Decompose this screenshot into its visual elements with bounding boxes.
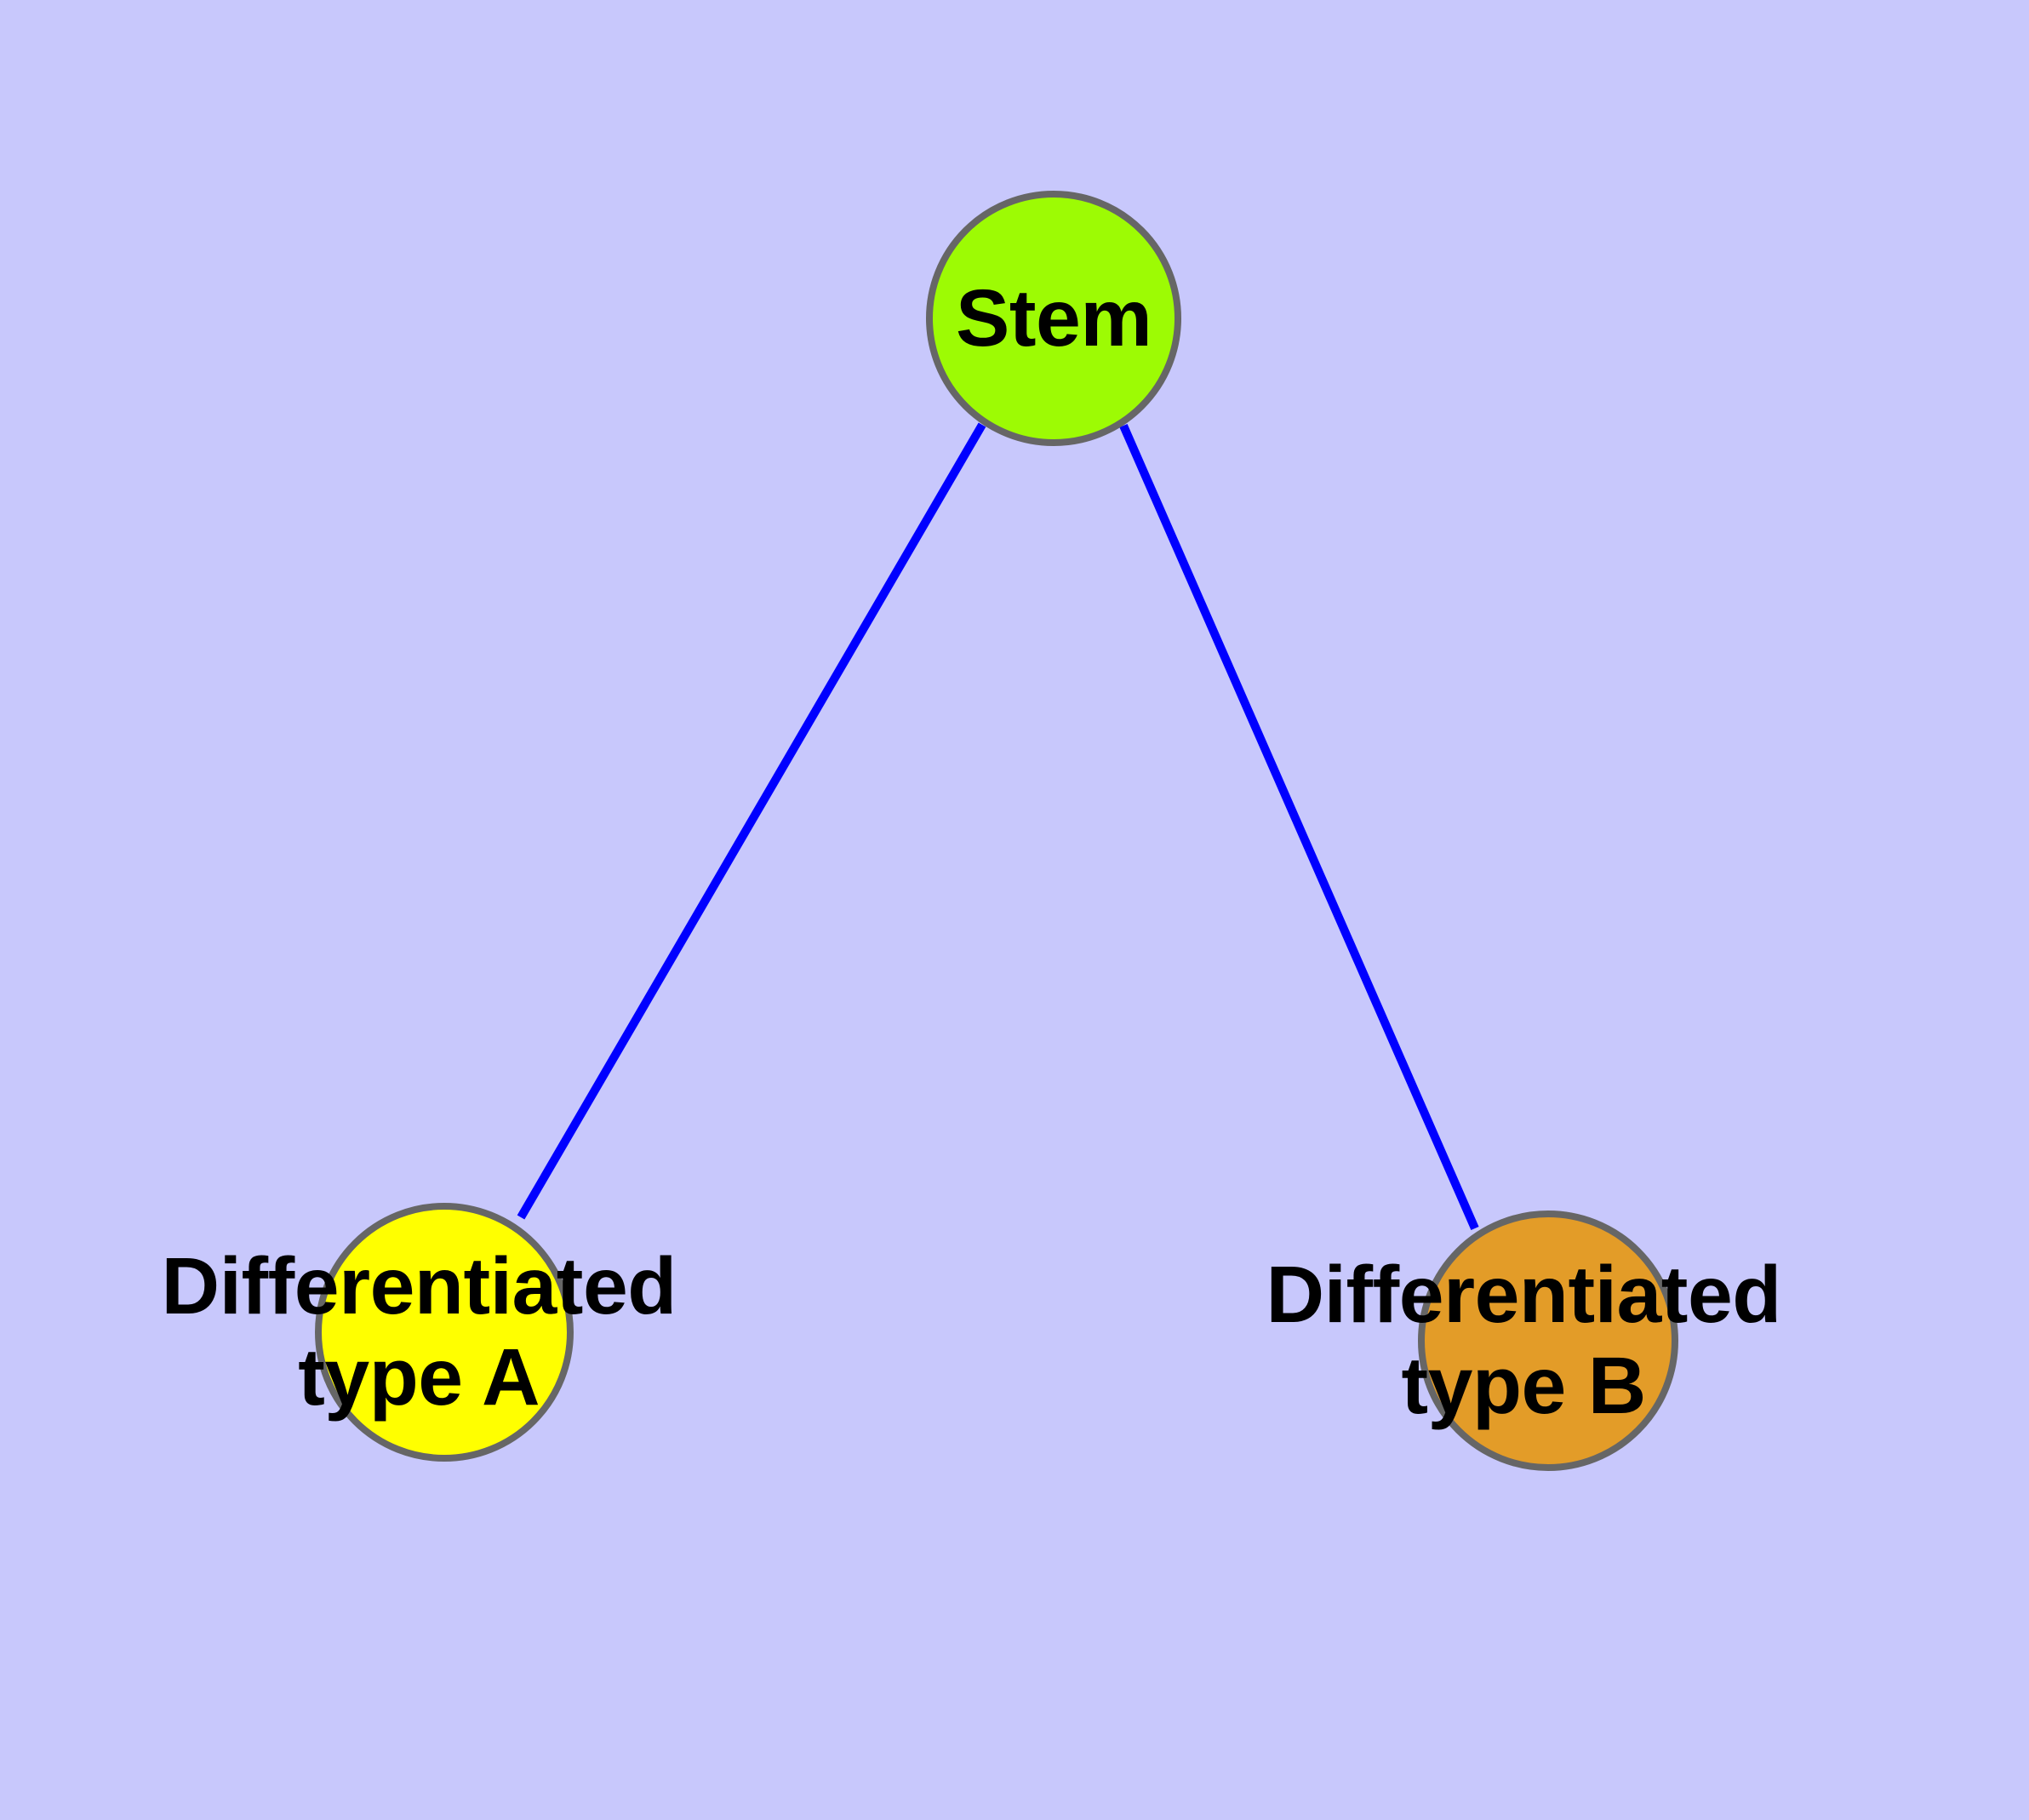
nodes-layer bbox=[315, 191, 1678, 1471]
graph-edge-stem-to-b bbox=[1119, 423, 1479, 1231]
graph-node-stem[interactable] bbox=[926, 191, 1181, 446]
graph-node-diff-a[interactable] bbox=[315, 1203, 574, 1462]
graph-node-diff-b[interactable] bbox=[1418, 1210, 1678, 1471]
graph-edge-stem-to-a bbox=[517, 422, 986, 1220]
edges-layer bbox=[517, 422, 1479, 1231]
